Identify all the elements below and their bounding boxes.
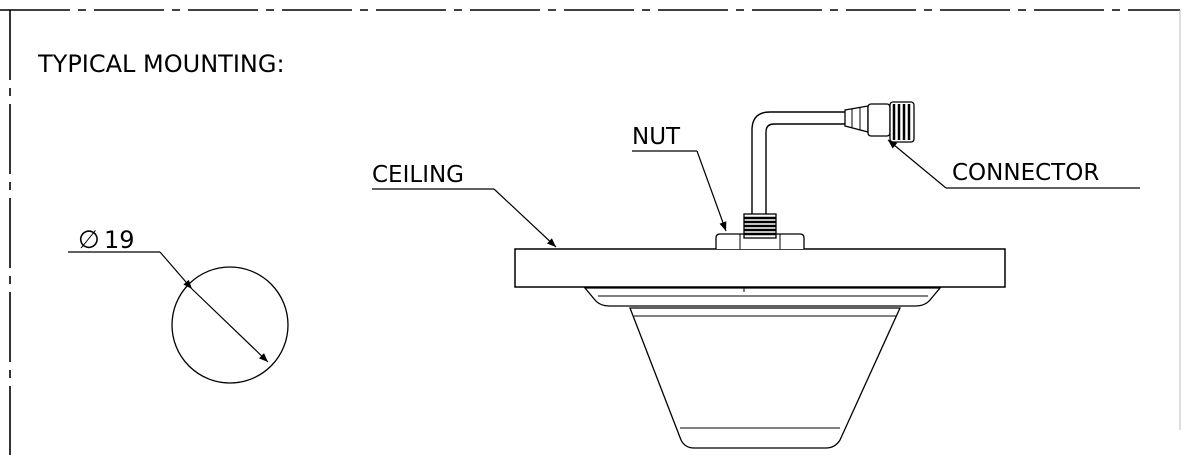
cable [751,111,845,214]
dimension-circle: ∅ 19 [68,225,289,384]
connector-label: CONNECTOR [952,160,1099,186]
radome-flange [583,287,942,307]
threaded-stem [743,213,777,239]
view-title: TYPICAL MOUNTING: [37,50,285,78]
ceiling-label: CEILING [372,162,464,188]
ceiling-callout: CEILING [372,162,557,248]
antenna-assembly [514,101,1006,449]
nut-label: NUT [632,124,681,150]
nut-callout: NUT [632,124,727,232]
ceiling-slab [514,248,1006,288]
connector-callout: CONNECTOR [887,139,1140,189]
dimension-symbol: ∅ [78,225,100,254]
connector-body [844,101,915,143]
dimension-value: 19 [104,226,135,254]
antenna-cone [629,307,902,449]
drawing-border [0,9,1181,455]
